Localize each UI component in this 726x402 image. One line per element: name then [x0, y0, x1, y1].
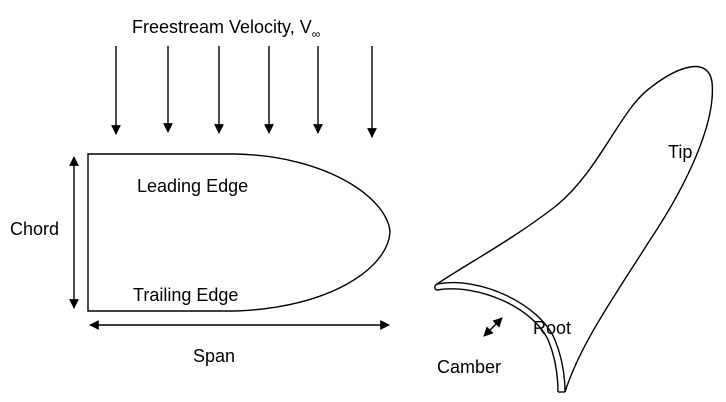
chord-label: Chord — [10, 219, 59, 239]
trailing-edge-label: Trailing Edge — [133, 285, 238, 305]
span-label: Span — [193, 346, 235, 366]
root-airfoil-cap-top — [434, 283, 438, 291]
freestream-label: Freestream Velocity, V∞ — [132, 17, 320, 41]
tip-label: Tip — [668, 142, 692, 162]
wing-3d-outline — [436, 65, 714, 393]
root-airfoil-inner — [436, 288, 559, 393]
camber-arrow — [483, 317, 503, 337]
freestream-arrows — [111, 46, 377, 138]
cambered-wing — [434, 65, 714, 393]
wing-planform — [87, 153, 391, 312]
root-airfoil-outer — [436, 282, 566, 393]
leading-edge-label: Leading Edge — [137, 176, 248, 196]
root-label: Root — [533, 318, 571, 338]
camber-label: Camber — [437, 357, 501, 377]
